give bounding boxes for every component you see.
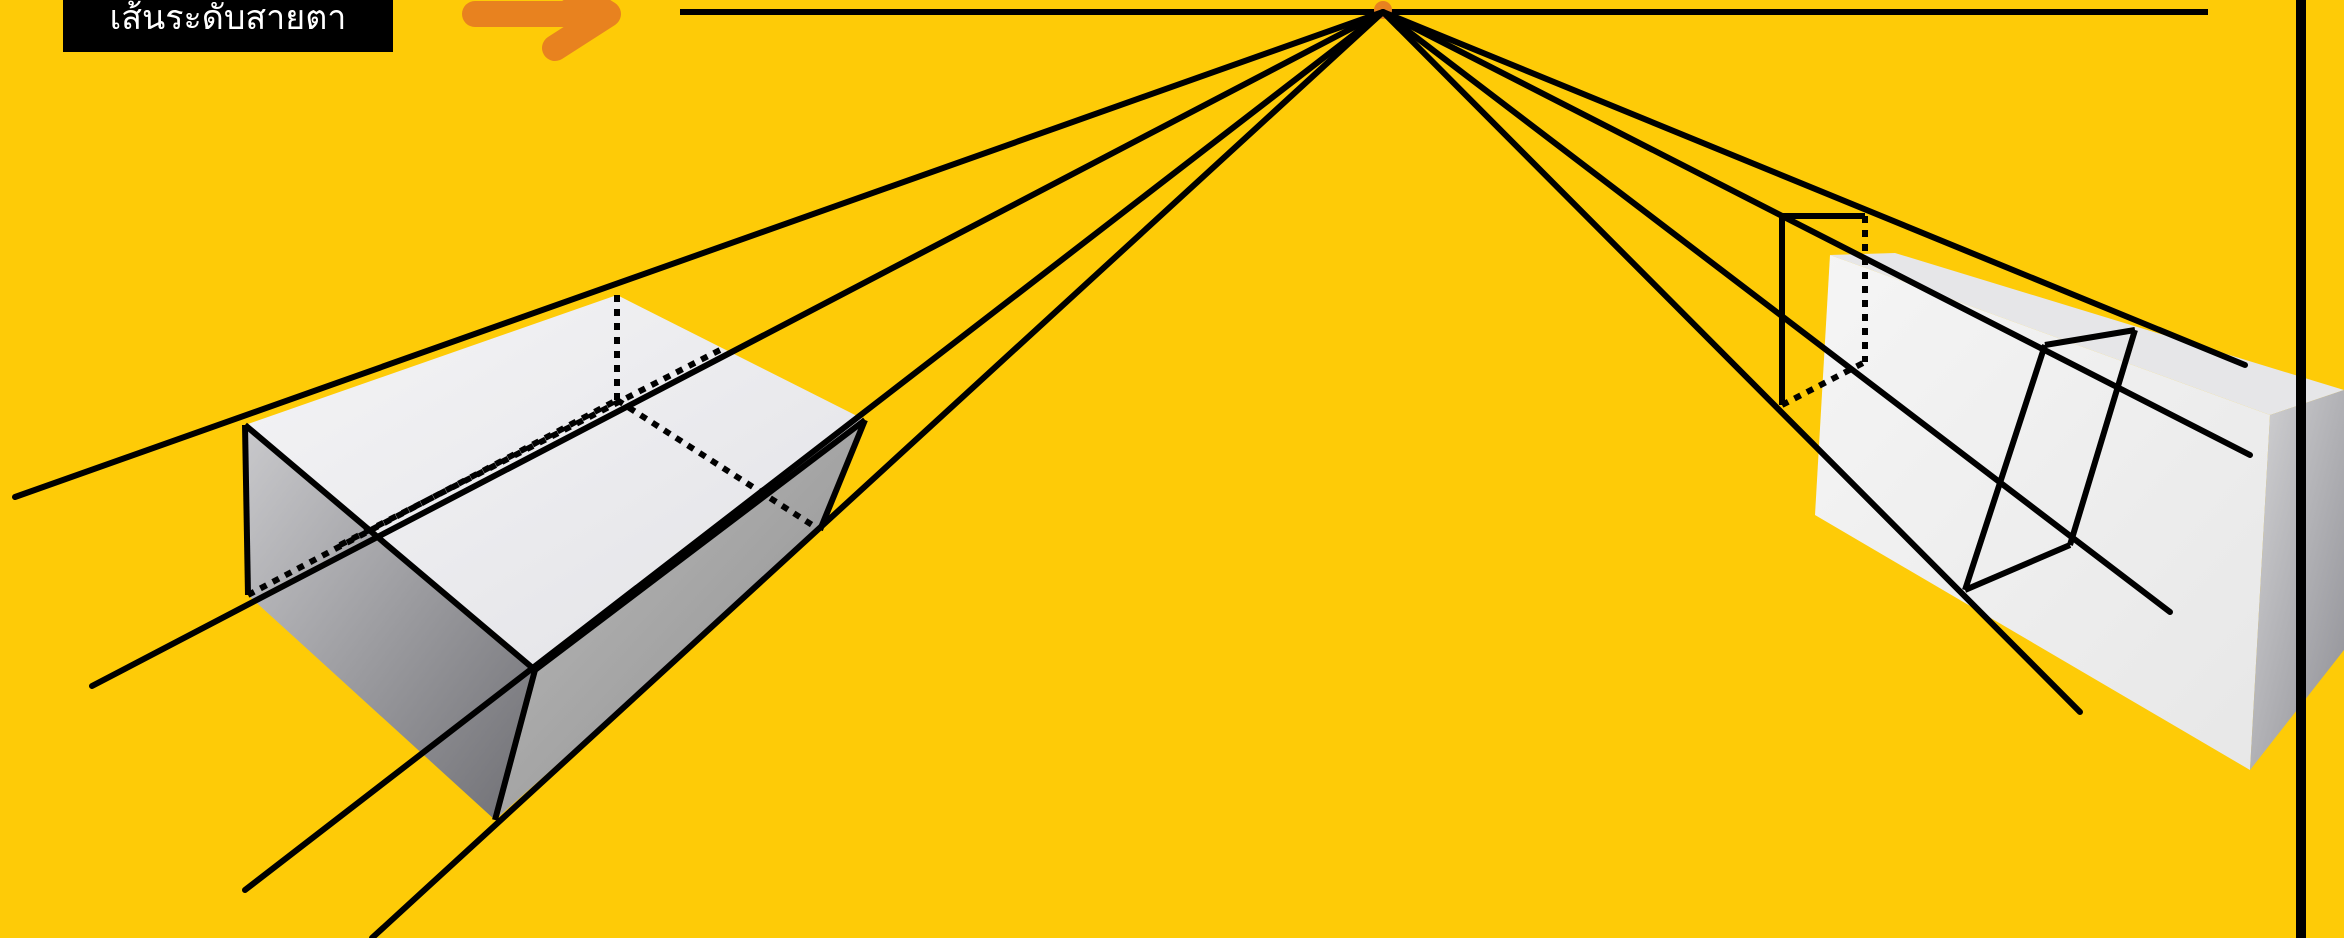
eye-level-label: เส้นระดับสายตา <box>109 0 347 38</box>
arrow-icon <box>462 0 621 61</box>
eye-level-label-box: เส้นระดับสายตา <box>63 0 393 52</box>
right-border <box>2296 0 2306 938</box>
perspective-lines <box>12 9 2253 938</box>
right-box <box>1779 213 2344 770</box>
